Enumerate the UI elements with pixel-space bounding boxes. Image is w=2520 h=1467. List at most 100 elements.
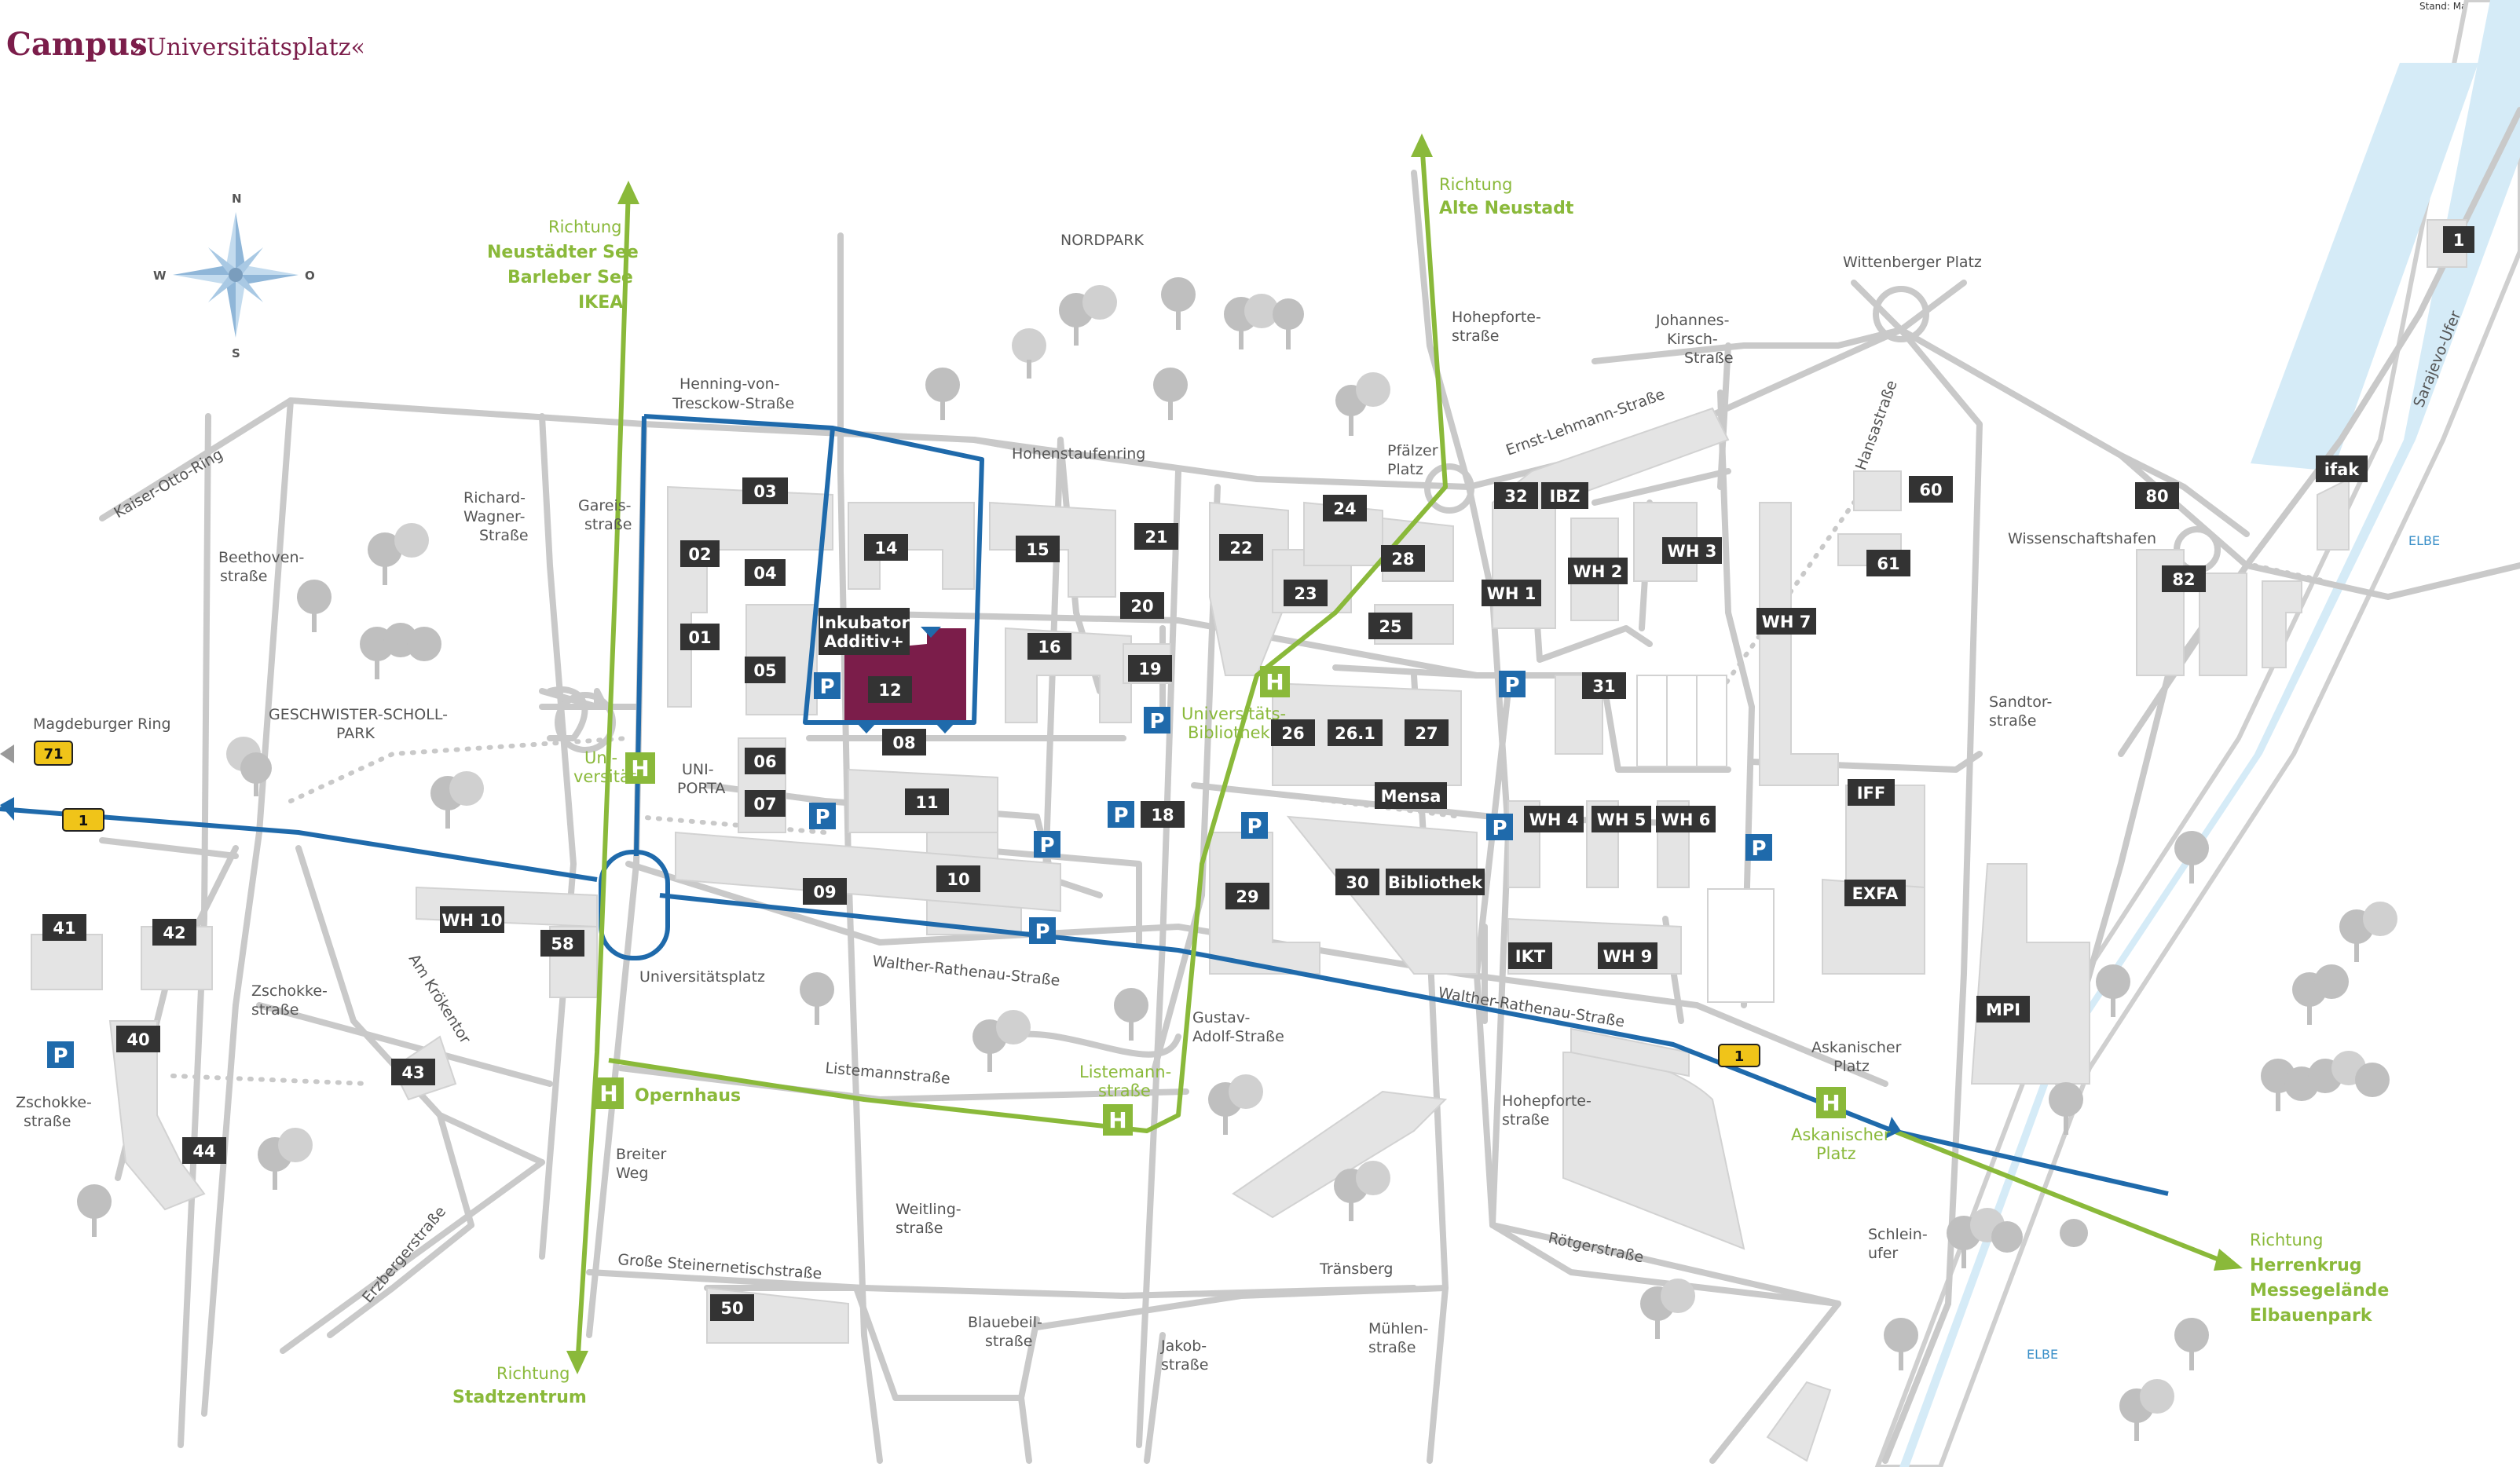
svg-text:straße: straße (896, 1220, 943, 1237)
building-labels: 03 02 04 01 05 06 07 08 09 10 11 12 14 1… (42, 226, 2474, 1321)
building-80: 80 (2135, 482, 2179, 509)
svg-text:ELBE: ELBE (2027, 1347, 2058, 1362)
bus-stop-listemann: H (1103, 1104, 1133, 1136)
svg-text:1: 1 (79, 813, 89, 829)
svg-text:Beethoven-: Beethoven- (218, 549, 304, 566)
svg-text:Walther-Rathenau-Straße: Walther-Rathenau-Straße (871, 953, 1060, 990)
parking-icon: P (1108, 801, 1134, 828)
svg-text:40: 40 (126, 1030, 149, 1049)
building-03: 03 (742, 477, 788, 504)
svg-text:Breiter: Breiter (616, 1146, 667, 1163)
svg-text:H: H (599, 1081, 617, 1107)
building-wh2: WH 2 (1568, 558, 1628, 584)
compass-w: W (153, 269, 167, 283)
building-07: 07 (745, 790, 786, 817)
building-41: 41 (42, 914, 86, 941)
svg-text:08: 08 (892, 734, 915, 752)
svg-text:26: 26 (1281, 724, 1304, 743)
svg-text:Herrenkrug: Herrenkrug (2250, 1256, 2362, 1275)
svg-text:20: 20 (1130, 597, 1153, 616)
building-02: 02 (680, 540, 720, 567)
svg-text:WH 1: WH 1 (1487, 584, 1537, 603)
svg-text:10: 10 (947, 870, 969, 889)
building-ifak: ifak (2316, 455, 2368, 482)
svg-text:straße: straße (584, 516, 632, 533)
svg-text:Richtung: Richtung (496, 1364, 570, 1383)
svg-text:Platz: Platz (1387, 461, 1423, 478)
svg-text:Hohenstaufenring: Hohenstaufenring (1012, 445, 1145, 463)
building-wh5: WH 5 (1591, 806, 1651, 832)
svg-text:WH 7: WH 7 (1762, 613, 1811, 631)
parking-icon: P (1241, 812, 1268, 839)
svg-text:Listemann-: Listemann- (1079, 1063, 1171, 1081)
tram-direction-west (0, 797, 14, 821)
building-82: 82 (2162, 565, 2206, 592)
svg-text:Platz: Platz (1833, 1058, 1870, 1075)
svg-text:Hansastraße: Hansastraße (1852, 378, 1901, 472)
svg-text:Gareis-: Gareis- (578, 497, 631, 514)
svg-text:ufer: ufer (1868, 1245, 1898, 1262)
svg-text:Zschokke-: Zschokke- (16, 1094, 92, 1111)
building-40: 40 (116, 1026, 160, 1052)
compass-rose-icon: N S W O (153, 192, 315, 360)
svg-text:30: 30 (1346, 873, 1368, 892)
svg-text:18: 18 (1151, 806, 1174, 825)
building-60: 60 (1909, 476, 1953, 503)
svg-text:Mensa: Mensa (1381, 787, 1441, 806)
svg-text:IBZ: IBZ (1549, 487, 1580, 506)
parking-icon: P (1486, 814, 1513, 840)
svg-text:58: 58 (551, 935, 573, 953)
svg-text:41: 41 (53, 919, 75, 938)
building-27: 27 (1405, 719, 1449, 746)
building-18: 18 (1141, 801, 1185, 828)
svg-text:versität: versität (573, 767, 636, 786)
svg-text:H: H (1108, 1107, 1126, 1133)
svg-text:Pfälzer: Pfälzer (1387, 442, 1438, 459)
bus-stop-universitaet: H (625, 752, 655, 784)
svg-text:Richtung: Richtung (1439, 175, 1512, 194)
building-wh7: WH 7 (1756, 608, 1816, 635)
svg-text:21: 21 (1145, 528, 1167, 547)
building-23: 23 (1284, 580, 1328, 606)
parking-icon: P (1144, 707, 1170, 734)
building-12: 12 (868, 676, 912, 703)
building-inkubator: Inkubator Additiv+ (819, 608, 941, 655)
building-bibliothek: Bibliothek (1386, 869, 1485, 895)
svg-text:Magdeburger Ring: Magdeburger Ring (33, 715, 171, 733)
svg-text:Bibliothek: Bibliothek (1188, 723, 1271, 742)
building-30: 30 (1335, 869, 1379, 895)
svg-text:straße: straße (985, 1333, 1032, 1350)
svg-text:Wittenberger Platz: Wittenberger Platz (1843, 254, 1982, 271)
svg-text:straße: straße (1161, 1356, 1208, 1374)
svg-text:Richtung: Richtung (2250, 1231, 2323, 1249)
building-09: 09 (803, 878, 847, 905)
parking-signs: P P P P P P P P P P P (47, 671, 1772, 1068)
tram-line-badge-1: 1 (62, 808, 104, 832)
svg-text:ELBE: ELBE (2408, 533, 2440, 548)
svg-text:Inkubator: Inkubator (819, 613, 910, 632)
svg-text:P: P (1039, 834, 1054, 858)
svg-text:29: 29 (1236, 887, 1258, 906)
svg-text:15: 15 (1026, 540, 1049, 559)
parking-icon: P (1034, 831, 1060, 858)
svg-text:Opernhaus: Opernhaus (635, 1086, 741, 1106)
building-20: 20 (1120, 592, 1164, 619)
street-labels: Henning-von- Tresckow-Straße NORDPARK Ho… (16, 232, 2465, 1374)
parking-icon: P (1745, 834, 1772, 861)
svg-text:PARK: PARK (336, 725, 375, 742)
building-mensa: Mensa (1375, 782, 1447, 809)
svg-text:Askanischer: Askanischer (1811, 1039, 1902, 1056)
svg-text:straße: straße (24, 1113, 71, 1130)
bus-lines (575, 141, 2232, 1367)
svg-text:Barleber See: Barleber See (507, 268, 633, 287)
direction-arrows (566, 134, 2243, 1374)
svg-text:P: P (819, 675, 834, 699)
building-wh6: WH 6 (1656, 806, 1716, 832)
building-mpi: MPI (1976, 996, 2030, 1023)
building-24: 24 (1323, 495, 1367, 521)
svg-text:Askanischer: Askanischer (1791, 1125, 1891, 1144)
svg-text:Hohepforte-: Hohepforte- (1502, 1092, 1591, 1110)
svg-text:27: 27 (1415, 724, 1438, 743)
svg-text:P: P (1247, 815, 1262, 839)
svg-text:NORDPARK: NORDPARK (1060, 232, 1144, 249)
